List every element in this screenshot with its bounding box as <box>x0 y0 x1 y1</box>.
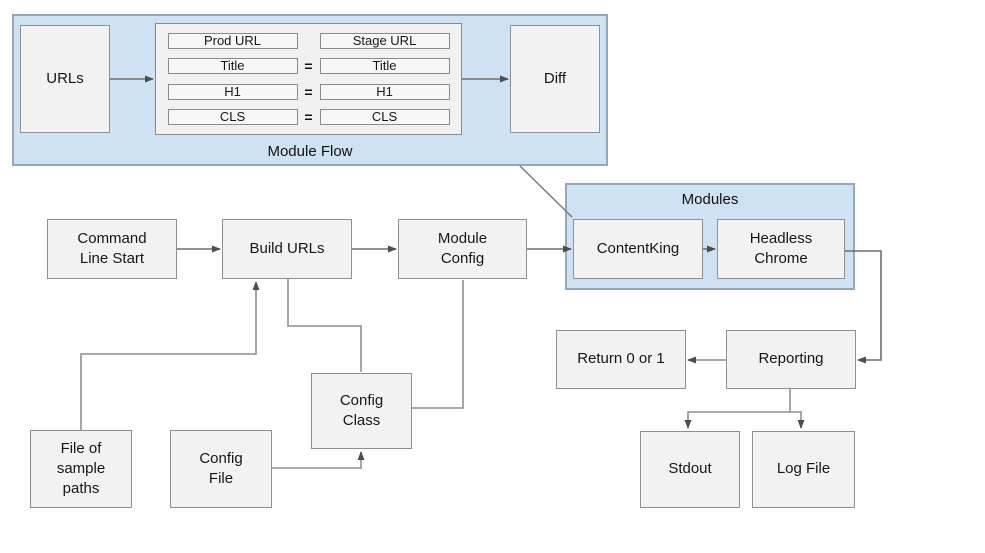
node-module-config: Module Config <box>398 219 527 279</box>
cls-prod-cell: CLS <box>167 108 298 125</box>
comparison-table: Prod URL Stage URL Title = Title H1 = H1… <box>155 23 462 135</box>
node-return-0-or-1: Return 0 or 1 <box>556 330 686 389</box>
node-reporting: Reporting <box>726 330 856 389</box>
edge-headless-to-reporting <box>845 250 882 364</box>
comparison-row: Title = Title <box>156 58 461 75</box>
node-stdout: Stdout <box>640 431 740 508</box>
comparison-row: Prod URL Stage URL <box>156 33 461 50</box>
edge-reporting-to-logfile <box>790 411 805 429</box>
stage-url-cell: Stage URL <box>319 33 450 50</box>
node-contentking: ContentKing <box>573 219 703 279</box>
h1-stage-cell: H1 <box>319 83 450 100</box>
cls-stage-cell: CLS <box>319 108 450 125</box>
comparison-row: CLS = CLS <box>156 108 461 125</box>
equals-sign: = <box>304 108 313 125</box>
edge-reporting-to-stdout <box>684 389 791 429</box>
node-config-file: Config File <box>170 430 272 508</box>
equals-sign: = <box>304 58 313 75</box>
module-flow-group-label: Module Flow <box>267 143 353 160</box>
edge-moduleflow-to-modules-diagonal <box>519 165 573 218</box>
title-prod-cell: Title <box>167 58 298 75</box>
node-file-of-sample-paths: File of sample paths <box>30 430 132 508</box>
modules-group-label: Modules <box>681 191 739 208</box>
comparison-row: H1 = H1 <box>156 83 461 100</box>
node-urls: URLs <box>20 25 110 133</box>
edge-configclass-to-moduleconfig <box>412 280 464 409</box>
node-config-class: Config Class <box>311 373 412 449</box>
node-diff: Diff <box>510 25 600 133</box>
edge-samplepaths-to-buildurls <box>80 281 260 430</box>
title-stage-cell: Title <box>319 58 450 75</box>
h1-prod-cell: H1 <box>167 83 298 100</box>
node-log-file: Log File <box>752 431 855 508</box>
prod-url-cell: Prod URL <box>167 33 298 50</box>
edge-buildurls-to-configclass <box>287 279 362 372</box>
node-headless-chrome: Headless Chrome <box>717 219 845 279</box>
edge-configfile-to-configclass <box>272 451 365 469</box>
node-command-line-start: Command Line Start <box>47 219 177 279</box>
equals-sign: = <box>304 83 313 100</box>
node-build-urls: Build URLs <box>222 219 352 279</box>
